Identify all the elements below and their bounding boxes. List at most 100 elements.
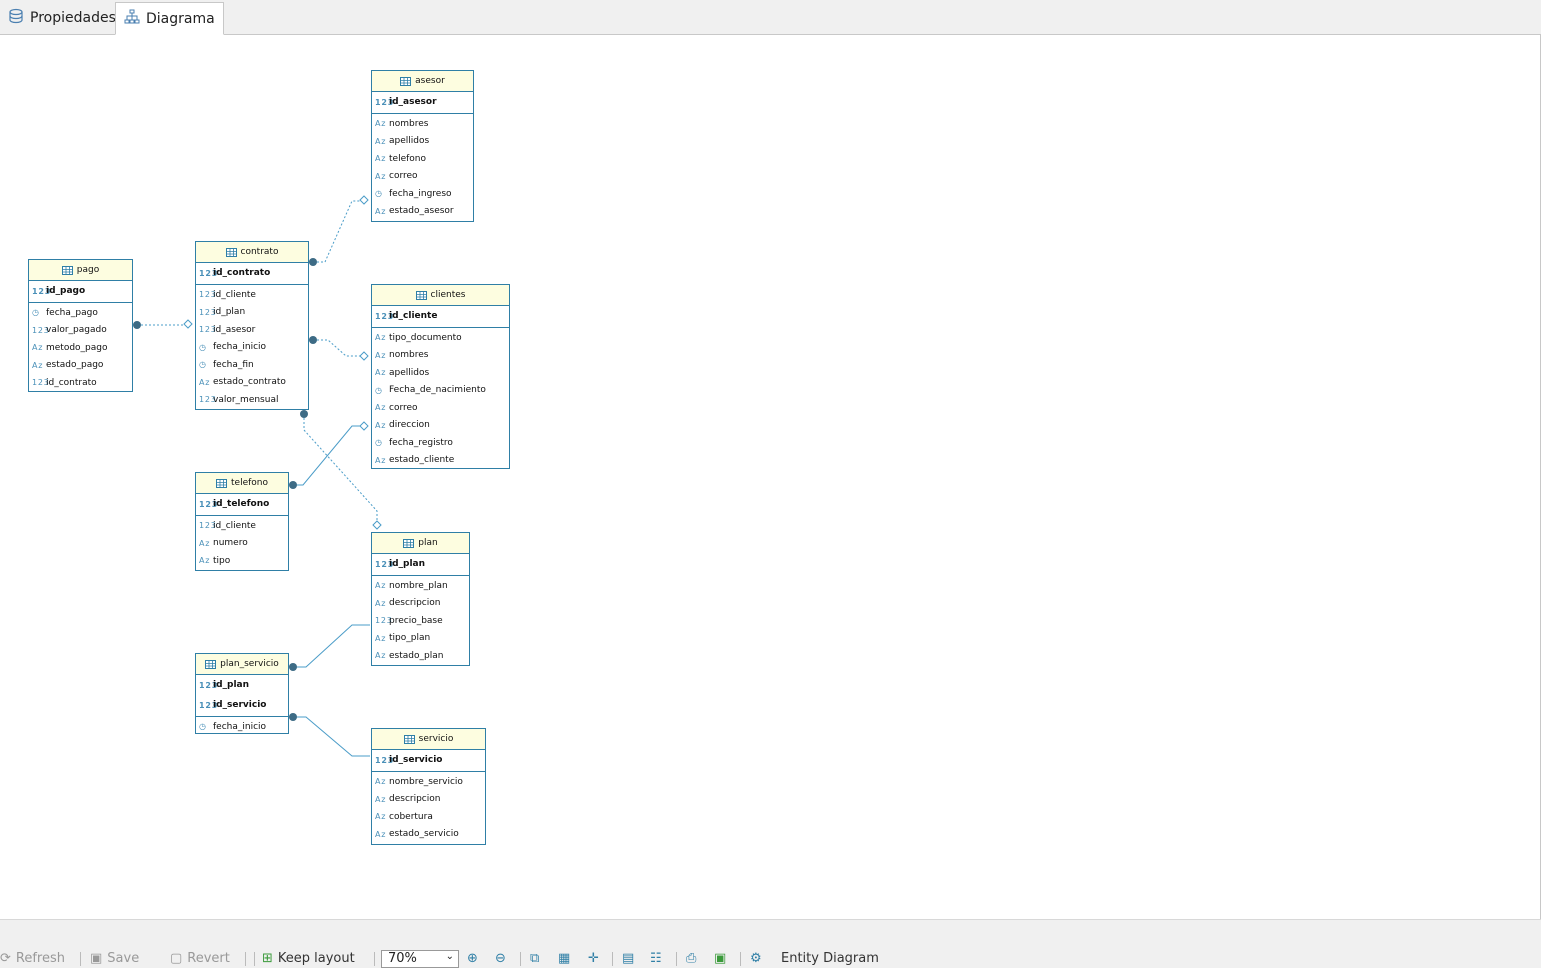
zoom-out-button[interactable]: ⊖ — [495, 951, 506, 966]
toolbar-separator — [520, 952, 521, 966]
grid-button[interactable]: ▦ — [558, 951, 570, 966]
clock-icon: ◷ — [375, 385, 382, 395]
zoom-select[interactable]: 70% ⌄ — [381, 950, 459, 968]
column-name: tipo_plan — [389, 633, 431, 644]
clock-icon: ◷ — [32, 308, 39, 318]
zoom-in-button[interactable]: ⊕ — [467, 951, 478, 966]
relation-contrato-clientes — [313, 339, 361, 357]
tab-diagrama[interactable]: Diagrama — [115, 2, 224, 35]
entity-header[interactable]: servicio — [372, 729, 485, 750]
fit-button[interactable]: ✛ — [588, 951, 599, 966]
toolbar-separator — [254, 952, 255, 966]
entity-header[interactable]: contrato — [196, 242, 308, 263]
entity-header[interactable]: plan_servicio — [196, 654, 288, 675]
revert-button[interactable]: ▢ Revert — [170, 951, 230, 966]
column-row[interactable]: ◷fecha_ingreso — [372, 185, 473, 203]
column-row[interactable]: ◷Fecha_de_nacimiento — [372, 382, 509, 400]
settings-button[interactable]: ⚙ — [750, 951, 762, 966]
attributes-button[interactable]: ☷ — [650, 951, 662, 966]
keep-layout-label: Keep layout — [277, 951, 355, 966]
entity-header[interactable]: pago — [29, 260, 132, 281]
column-name: nombres — [389, 350, 429, 361]
numeric-type-icon: 1 2 3 — [32, 378, 49, 388]
grid-icon: ▦ — [558, 951, 571, 966]
keep-layout-toggle[interactable]: ⊞ Keep layout — [262, 951, 355, 966]
refresh-label: Refresh — [15, 951, 65, 966]
column-row[interactable]: ◷fecha_inicio — [196, 718, 288, 736]
text-type-icon: A z — [375, 403, 386, 413]
notation-button[interactable]: ▤ — [622, 951, 634, 966]
column-name: fecha_fin — [213, 359, 254, 370]
entity-header[interactable]: asesor — [372, 71, 473, 92]
toolbar-separator — [740, 952, 741, 966]
save-button[interactable]: ▣ Save — [90, 951, 139, 966]
column-row[interactable]: ◷fecha_registro — [372, 434, 509, 452]
entity-header[interactable]: telefono — [196, 473, 288, 494]
table-icon — [225, 247, 237, 257]
entity-header[interactable]: clientes — [372, 285, 509, 306]
refresh-button[interactable]: ⟳ Refresh — [0, 951, 65, 966]
entity-header[interactable]: plan — [372, 533, 469, 554]
column-row[interactable]: ◷fecha_inicio — [196, 339, 308, 357]
column-row[interactable]: ◷fecha_fin — [196, 356, 308, 374]
arrange-button[interactable]: ⧉ — [530, 951, 539, 966]
export-button[interactable]: ▣ — [714, 951, 726, 966]
column-row[interactable]: ◷fecha_pago — [29, 304, 132, 322]
print-button[interactable]: ⎙ — [686, 951, 696, 966]
text-type-icon: A z — [375, 455, 386, 465]
tab-propiedades[interactable]: Propiedades — [0, 2, 124, 33]
numeric-type-icon: 1 2 3 — [375, 616, 392, 626]
